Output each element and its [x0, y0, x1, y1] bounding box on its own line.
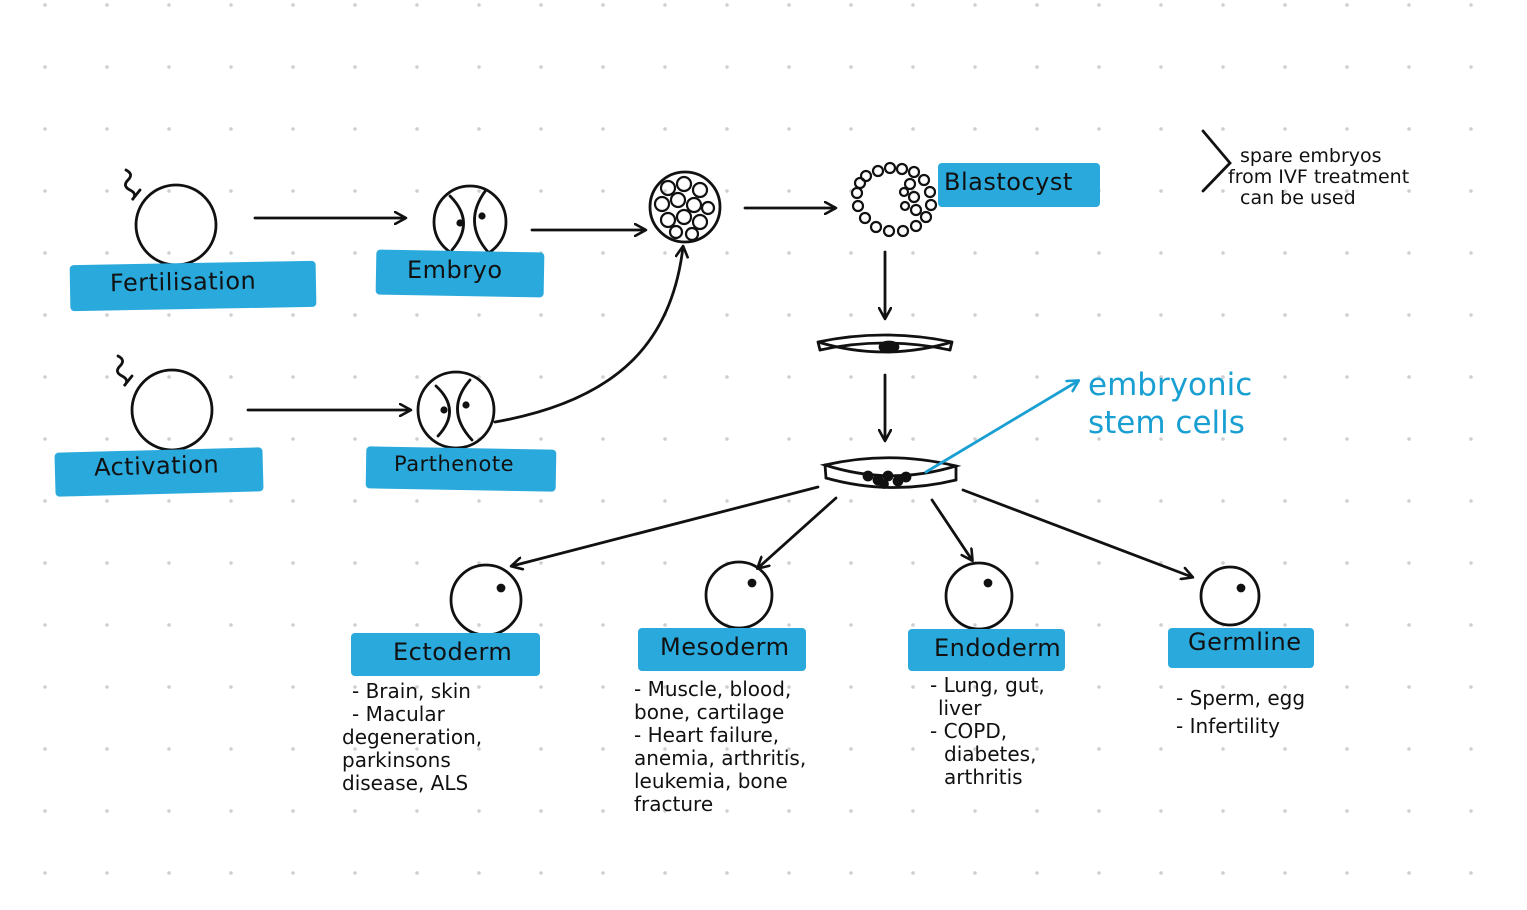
side-note-line: can be used: [1240, 187, 1356, 209]
note-line: fracture: [634, 792, 714, 816]
note-line: - Brain, skin: [352, 679, 471, 703]
arrow-stem-cells-pointer: [924, 381, 1078, 474]
embryo-icon: [432, 184, 508, 260]
stem-cell-note-line: stem cells: [1088, 405, 1245, 441]
ectoderm-notes: - Brain, skin - Macular degeneration, pa…: [342, 680, 482, 795]
side-note: spare embryos from IVF treatment can be …: [1228, 145, 1409, 209]
note-line: liver: [938, 696, 982, 720]
side-note-line: from IVF treatment: [1228, 166, 1410, 188]
note-line: arthritis: [944, 765, 1023, 789]
sperm-icon: [124, 168, 142, 201]
note-line: disease, ALS: [342, 771, 469, 795]
label-parthenote: Parthenote: [394, 452, 514, 476]
culture-dish-icon: [819, 456, 962, 489]
note-line: parkinsons: [342, 748, 451, 772]
arrow-to-germline: [961, 488, 1192, 577]
note-line: leukemia, bone: [634, 769, 788, 793]
arrow-to-mesoderm: [758, 496, 838, 568]
label-blastocyst: Blastocyst: [944, 168, 1073, 196]
germline-notes: - Sperm, egg - Infertility: [1176, 684, 1305, 740]
stem-cell-note-line: embryonic: [1088, 367, 1253, 403]
note-line: - Muscle, blood,: [634, 677, 792, 701]
note-line: degeneration,: [342, 725, 483, 749]
note-line: bone, cartilage: [634, 700, 785, 724]
egg-cell-fertilisation: [134, 183, 218, 267]
label-mesoderm: Mesoderm: [660, 633, 790, 661]
mesoderm-cell-icon: [704, 560, 774, 630]
arrow-parthenote-to-morula: [493, 247, 683, 424]
label-embryo: Embryo: [407, 256, 503, 284]
note-line: - Heart failure,: [634, 723, 780, 747]
mesoderm-notes: - Muscle, blood, bone, cartilage - Heart…: [634, 678, 806, 816]
label-endoderm: Endoderm: [934, 634, 1062, 662]
highlight-mesoderm: [638, 628, 806, 671]
note-line: - Macular: [352, 702, 445, 726]
note-line: anemia, arthritis,: [634, 746, 807, 770]
label-germline: Germline: [1188, 628, 1302, 656]
highlight-blastocyst: [938, 163, 1100, 207]
highlight-ectoderm: [351, 633, 540, 676]
note-line: - Lung, gut,: [930, 673, 1045, 697]
side-note-line: spare embryos: [1240, 145, 1382, 167]
label-fertilisation: Fertilisation: [109, 266, 257, 298]
stem-cell-note: embryonic stem cells: [1088, 366, 1252, 442]
morula-icon: [648, 170, 722, 244]
egg-cell-activation: [130, 368, 214, 452]
note-line: - Infertility: [1176, 714, 1280, 738]
note-line: - Sperm, egg: [1176, 686, 1306, 710]
arrow-to-endoderm: [930, 498, 972, 560]
label-activation: Activation: [93, 450, 220, 482]
note-line: diabetes,: [944, 742, 1037, 766]
arrow-to-ectoderm: [512, 485, 820, 566]
sperm-icon-2: [116, 354, 134, 387]
bracket-icon: [1201, 129, 1232, 193]
note-line: - COPD,: [930, 719, 1008, 743]
parthenote-icon: [416, 370, 496, 450]
endoderm-cell-icon: [944, 561, 1014, 631]
endoderm-notes: - Lung, gut, liver - COPD, diabetes, art…: [930, 674, 1045, 789]
highlight-endoderm: [908, 629, 1065, 671]
ectoderm-cell-icon: [449, 563, 523, 637]
petri-dish-icon: [816, 333, 954, 354]
highlight-germline: [1168, 628, 1314, 668]
label-ectoderm: Ectoderm: [393, 638, 513, 666]
blastocyst-icon: [850, 161, 938, 238]
germline-cell-icon: [1199, 565, 1261, 627]
